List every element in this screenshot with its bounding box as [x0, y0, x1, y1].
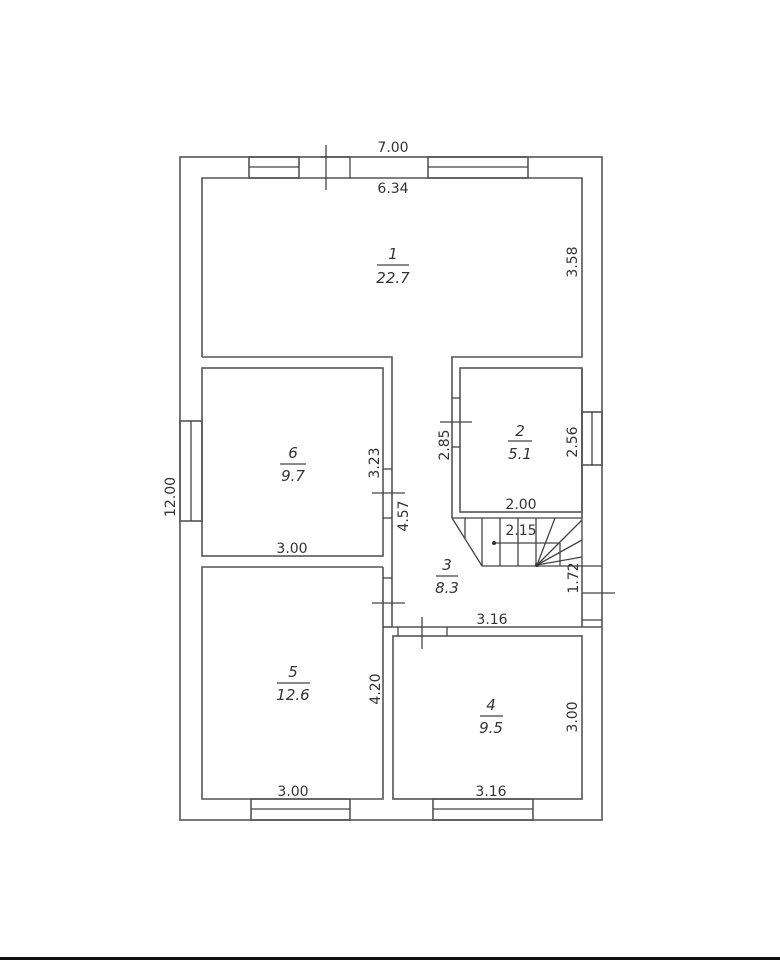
svg-text:8.3: 8.3 — [435, 579, 459, 597]
staircase — [451, 517, 583, 567]
corridor-wall — [202, 356, 583, 628]
window-bottom-left — [250, 798, 351, 821]
svg-text:22.7: 22.7 — [376, 269, 410, 287]
room-6-wall — [201, 367, 384, 557]
dim-room5-depth: 4.20 — [368, 673, 384, 704]
dim-stair-depth: 1.72 — [566, 562, 582, 593]
svg-text:6: 6 — [288, 444, 298, 462]
svg-text:3: 3 — [442, 556, 452, 574]
room-label-4: 4 9.5 — [479, 696, 503, 737]
dim-room2-width: 2.00 — [505, 497, 536, 513]
dim-room6-depth: 3.23 — [367, 447, 383, 478]
dim-overall-length: 12.00 — [163, 477, 179, 517]
dim-corridor-width: 3.16 — [476, 612, 507, 628]
svg-text:1: 1 — [388, 245, 398, 263]
room-1-wall — [201, 177, 583, 518]
room-label-5: 5 12.6 — [276, 663, 310, 704]
door-marks — [320, 145, 615, 649]
svg-text:9.5: 9.5 — [479, 719, 503, 737]
room-4-wall — [392, 635, 583, 800]
svg-text:2: 2 — [515, 422, 525, 440]
dim-room5-width: 3.00 — [277, 784, 308, 800]
room-2-wall — [459, 367, 583, 513]
room-label-6: 6 9.7 — [280, 444, 306, 485]
dim-room2-depth: 2.56 — [565, 426, 581, 457]
bottom-edge-bar — [0, 957, 780, 960]
svg-text:9.7: 9.7 — [281, 467, 305, 485]
window-top-right — [427, 156, 529, 179]
dim-stair-width: 2.15 — [505, 523, 536, 539]
window-left — [179, 420, 203, 522]
window-right — [581, 411, 603, 466]
room-label-1: 1 22.7 — [376, 245, 410, 287]
dim-room4-width: 3.16 — [475, 784, 506, 800]
dim-corridor-length: 4.57 — [396, 500, 412, 531]
dim-overall-width: 7.00 — [377, 140, 408, 156]
svg-text:4: 4 — [486, 696, 496, 714]
svg-text:12.6: 12.6 — [276, 686, 309, 704]
window-bottom-right — [432, 798, 534, 821]
dim-room1-width: 6.34 — [377, 181, 408, 197]
svg-text:5.1: 5.1 — [508, 445, 532, 463]
dim-room6-width: 3.00 — [276, 541, 307, 557]
window-top-left — [248, 156, 300, 179]
room-5-wall — [201, 566, 384, 800]
dim-room2-height: 2.85 — [437, 429, 453, 460]
svg-text:5: 5 — [288, 663, 298, 681]
dim-room4-depth: 3.00 — [565, 701, 581, 732]
dim-room1-depth: 3.58 — [565, 246, 581, 277]
room-label-2: 2 5.1 — [508, 422, 532, 463]
room-label-3: 3 8.3 — [435, 556, 459, 597]
